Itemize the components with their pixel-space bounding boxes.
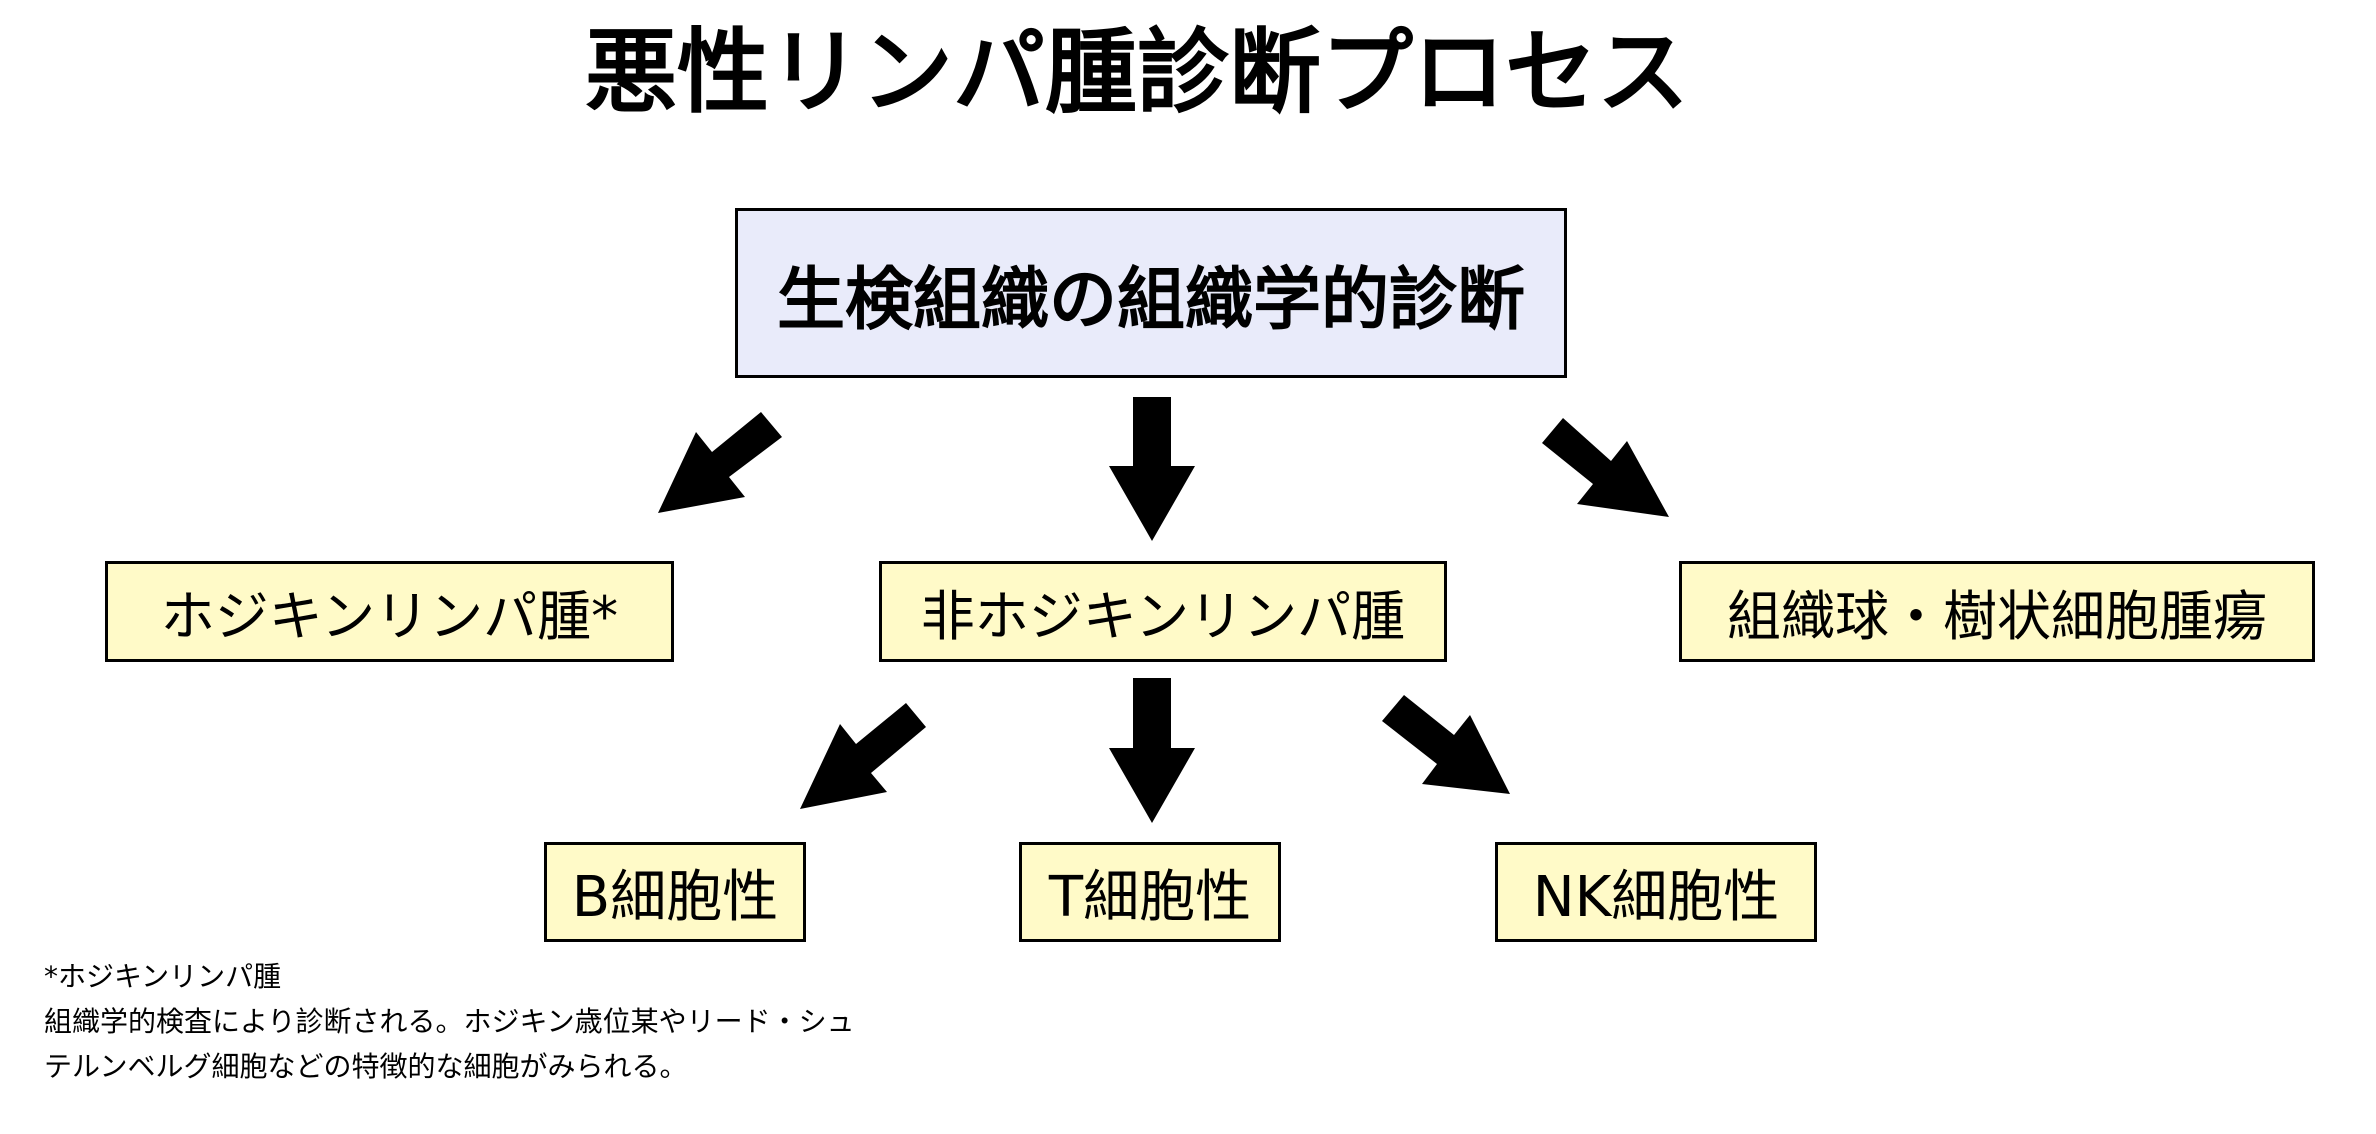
arrow-nonhodgkin-to-b-cell (800, 703, 926, 809)
node-nk-cell: NK細胞性 (1495, 842, 1817, 942)
node-nk-cell-label: NK細胞性 (1532, 864, 1780, 930)
arrow-root-to-histiocytic (1542, 418, 1669, 517)
node-b-cell-label: B細胞性 (571, 864, 779, 930)
root-node-histological-diagnosis: 生検組織の組織学的診断 (735, 208, 1567, 378)
node-hodgkin-lymphoma-label: ホジキンリンパ腫* (160, 585, 619, 648)
arrow-root-to-hodgkin (658, 412, 782, 513)
footnote-line-1: 組織学的検査により診断される。ホジキン歳位某やリード・シュ (44, 1005, 855, 1038)
root-node-label: 生検組織の組織学的診断 (776, 260, 1525, 340)
arrow-root-to-non-hodgkin (1109, 397, 1195, 541)
diagram-title: 悪性リンパ腫診断プロセス (585, 19, 1690, 126)
footnote: *ホジキンリンパ腫 組織学的検査により診断される。ホジキン歳位某やリード・シュ … (44, 954, 944, 1089)
node-t-cell: T細胞性 (1019, 842, 1281, 942)
node-histiocytic-dendritic-neoplasm-label: 組織球・樹状細胞腫瘍 (1727, 585, 2267, 648)
footnote-line-2: テルンベルグ細胞などの特徴的な細胞がみられる。 (44, 1050, 688, 1083)
arrow-nonhodgkin-to-t-cell (1109, 678, 1195, 823)
footnote-heading: *ホジキンリンパ腫 (44, 960, 282, 993)
node-histiocytic-dendritic-neoplasm: 組織球・樹状細胞腫瘍 (1679, 561, 2315, 662)
node-non-hodgkin-lymphoma: 非ホジキンリンパ腫 (879, 561, 1447, 662)
arrow-nonhodgkin-to-nk-cell (1382, 695, 1510, 794)
node-non-hodgkin-lymphoma-label: 非ホジキンリンパ腫 (920, 585, 1406, 648)
node-b-cell: B細胞性 (544, 842, 806, 942)
node-hodgkin-lymphoma: ホジキンリンパ腫* (105, 561, 674, 662)
node-t-cell-label: T細胞性 (1048, 864, 1252, 930)
